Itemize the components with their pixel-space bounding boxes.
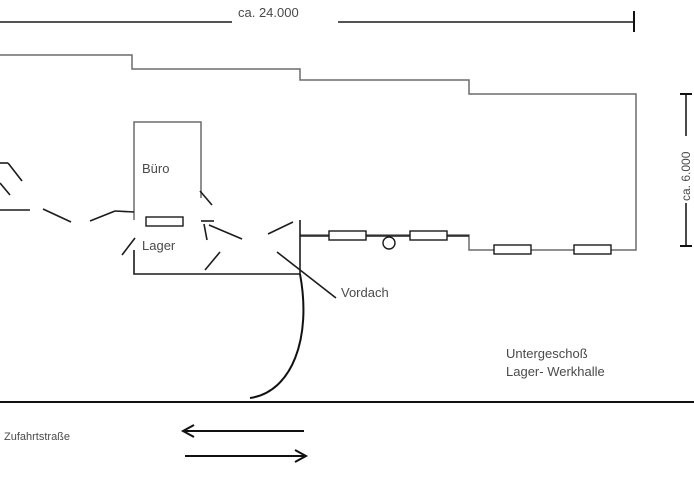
vordach-label: Vordach: [341, 285, 389, 300]
wall-segment: [204, 251, 221, 271]
arrow-left-head-icon: [180, 424, 195, 438]
road-label: Zufahrtstraße: [4, 431, 70, 443]
wall-segment: [199, 190, 213, 206]
window: [328, 230, 367, 241]
height-dimension-label: ca. 6.000: [679, 151, 693, 201]
wall-segment: [0, 182, 11, 196]
traffic-arrows: [180, 424, 309, 463]
round-column: [382, 236, 396, 250]
vordach-pointer: [276, 251, 337, 299]
wall-segments: [0, 162, 469, 271]
building-outline: [0, 54, 637, 251]
window: [145, 216, 184, 227]
vordach-outline: [133, 250, 300, 275]
werkhalle-label: Lager- Werkhalle: [506, 364, 605, 379]
driveway-curve: [249, 273, 305, 399]
wall-segment: [121, 237, 136, 256]
window: [573, 244, 612, 255]
wall-segment: [208, 224, 243, 240]
window: [409, 230, 448, 241]
window: [493, 244, 532, 255]
untergeschoss-label: Untergeschoß: [506, 346, 588, 361]
width-dimension: ca. 24.000: [0, 5, 635, 32]
wall-segment: [42, 208, 72, 223]
width-dimension-label: ca. 24.000: [238, 5, 299, 20]
buero-label: Büro: [142, 161, 169, 176]
wall-segment: [7, 162, 23, 182]
arrow-right-head-icon: [294, 449, 309, 463]
height-dimension: ca. 6.000: [679, 93, 693, 247]
lager-label: Lager: [142, 238, 176, 253]
wall-segment: [267, 221, 294, 235]
wall-segment: [89, 210, 116, 222]
buero-room-wall: [133, 121, 202, 220]
windows: [145, 216, 612, 255]
wall-segment: [203, 223, 208, 241]
wall-segment: [114, 210, 135, 213]
